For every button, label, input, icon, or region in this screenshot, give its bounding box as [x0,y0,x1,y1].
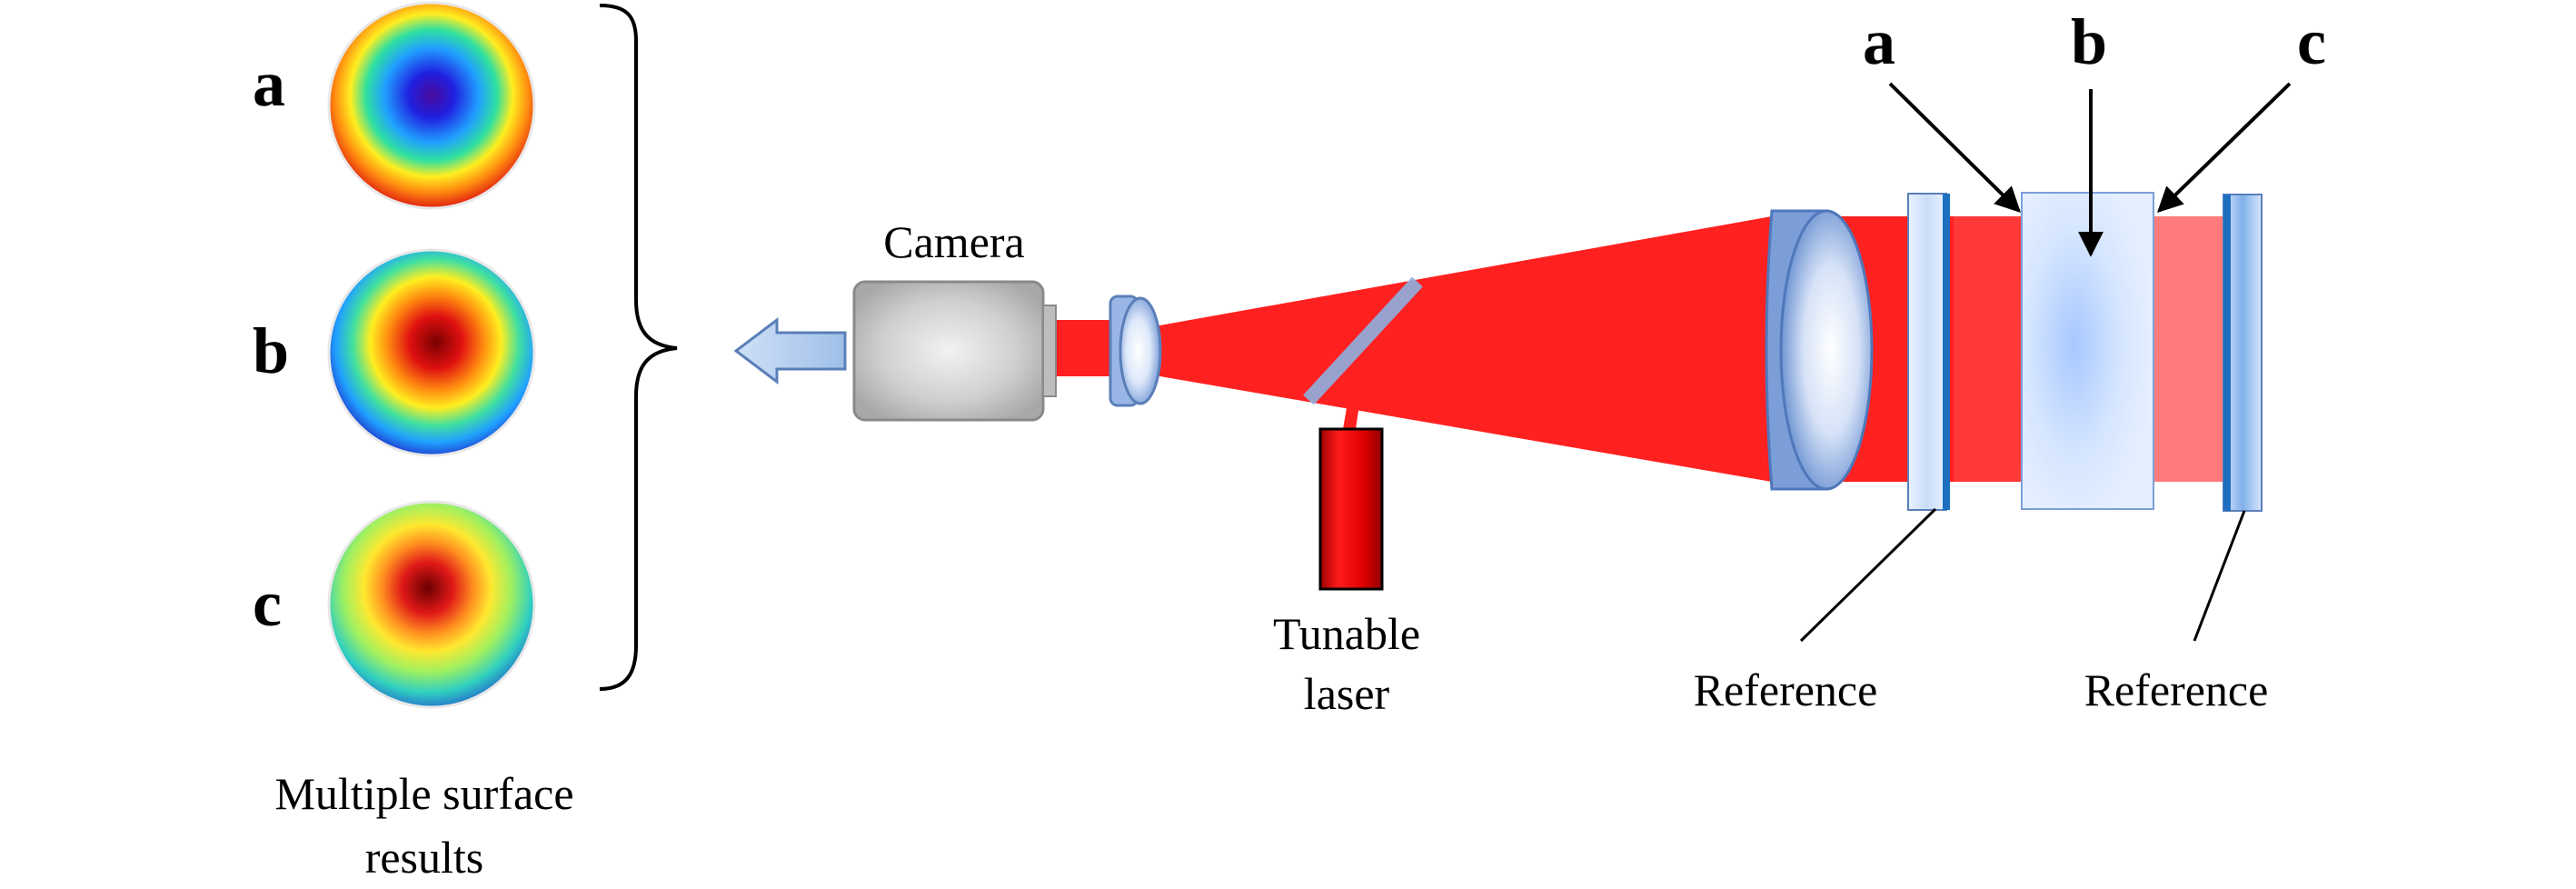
surface-map-c [327,500,536,709]
reference-right-label: Reference [2084,664,2269,715]
surface-caption-line2: results [365,832,484,883]
cavity-label-c: c [2297,5,2326,78]
sample-block [2021,192,2154,510]
map-label-c: c [253,567,282,640]
reference-plate-right [2223,194,2263,512]
reference-left-label: Reference [1694,664,1878,715]
surface-map-b [327,248,536,457]
arrow-a [1888,82,2021,213]
collimating-lens-icon [1765,209,1874,491]
laser-label-line1: Tunable [1273,608,1420,659]
surface-caption-line1: Multiple surface [274,768,573,819]
beam-splitter-icon [1303,276,1423,405]
output-arrow-icon [733,316,847,385]
laser-label-line2: laser [1304,668,1390,719]
laser-source-icon [1318,427,1384,591]
surface-map-a [327,1,536,210]
reference-left-leader [1799,507,1937,643]
reference-plate-left [1907,193,1950,511]
map-label-b: b [253,315,289,387]
map-label-a: a [253,47,285,120]
reference-right-leader [2193,510,2246,642]
camera-label: Camera [883,216,1024,267]
brace-icon [599,4,678,691]
arrow-c [2156,82,2292,213]
imaging-lens-icon [1109,295,1162,407]
cavity-label-b: b [2071,5,2107,78]
camera-body-icon [852,280,1057,422]
cavity-label-a: a [1863,5,1895,78]
